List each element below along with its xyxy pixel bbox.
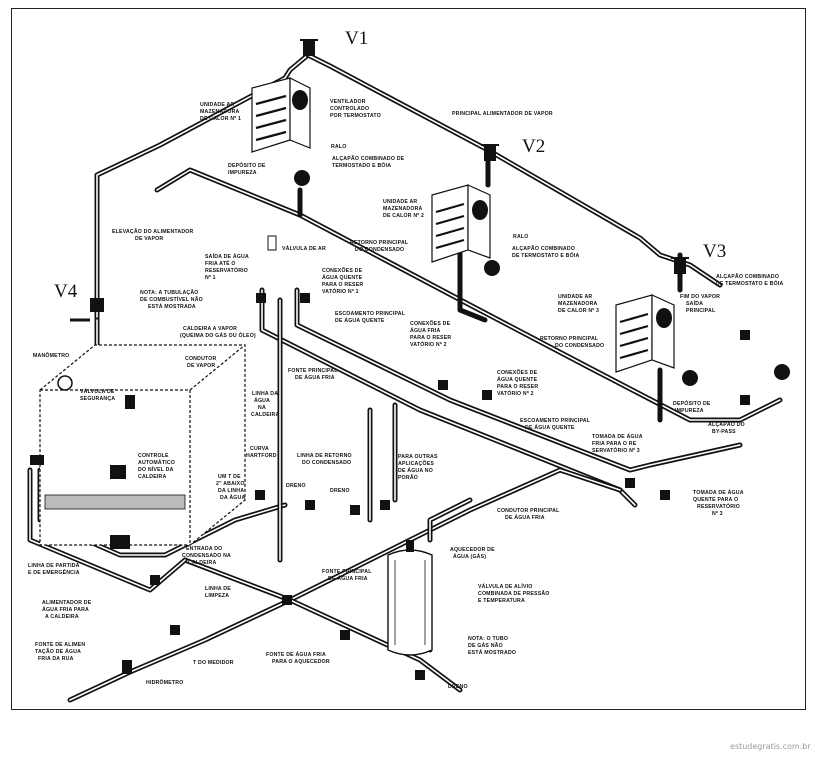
diagram-frame xyxy=(11,8,806,710)
label-dreno-3: DRENO xyxy=(448,684,468,690)
watermark: estudegratis.com.br xyxy=(730,742,811,751)
label-caldeira: CALDEIRA A VAPOR(QUEIMA DO GÁS OU ÓLEO) xyxy=(180,326,256,339)
unit-heater-3 xyxy=(615,294,675,373)
label-manometro: MANÔMETRO xyxy=(33,351,69,359)
valve-icon xyxy=(300,39,318,56)
water-heater xyxy=(387,540,433,656)
label-ralo-2: RALO xyxy=(513,234,529,240)
label-dreno-1: DRENO xyxy=(286,483,306,489)
unit-heater-1 xyxy=(251,77,311,153)
label-valvula-ar: VÁLVULA DE AR xyxy=(282,245,326,252)
label-t-medidor: T DO MEDIDOR xyxy=(193,660,234,666)
valve-icon xyxy=(70,298,104,322)
valve-tag-v4: V4 xyxy=(54,281,78,302)
label-hidrometro: HIDRÔMETRO xyxy=(146,678,183,686)
valve-icon xyxy=(671,257,689,274)
label-principal-vapor: PRINCIPAL ALIMENTADOR DE VAPOR xyxy=(452,111,553,117)
steam-boiler xyxy=(39,344,246,549)
unit-heater-2 xyxy=(431,184,491,263)
valves xyxy=(30,39,790,680)
valve-tag-v3: V3 xyxy=(703,241,726,262)
label-dreno-2: DRENO xyxy=(330,488,350,494)
valve-tag-v1: V1 xyxy=(345,28,368,49)
valve-tag-v2: V2 xyxy=(522,136,545,157)
label-ralo-1: RALO xyxy=(331,144,347,150)
valve-tags: V1 V2 V3 V4 xyxy=(54,28,726,302)
valve-icon xyxy=(481,144,499,161)
